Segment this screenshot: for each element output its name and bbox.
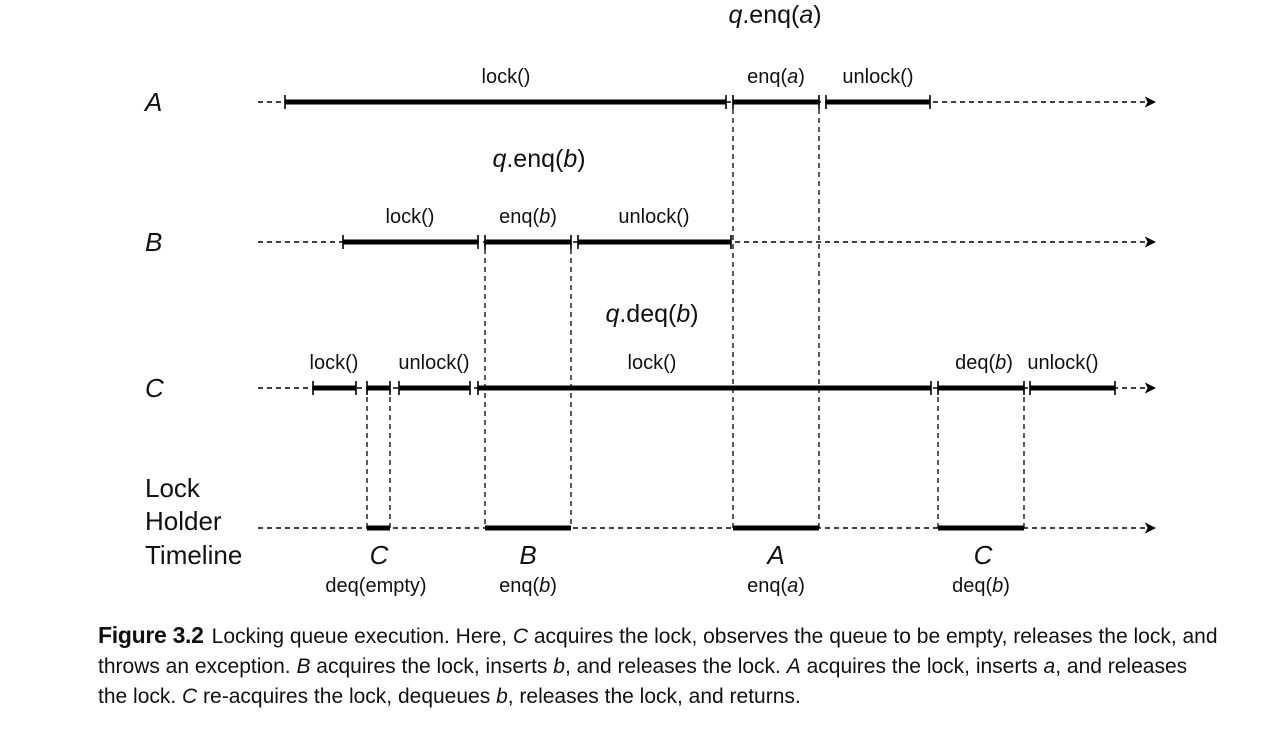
thread-b-unlock-label: unlock() — [618, 206, 689, 228]
vertical-guides — [366, 100, 1025, 528]
thread-b-method-call: q.enq(b) — [492, 145, 585, 173]
caption-italic-run: A — [786, 655, 801, 678]
caption-text-run: , and releases the lock. — [98, 655, 1188, 708]
lock-holder-timeline: Lock Holder Timeline C deq(empty) B enq(… — [145, 473, 1157, 597]
thread-a: q.enq(a) A lock() enq(a) unlock() — [143, 1, 1157, 117]
thread-c-label: C — [145, 373, 164, 403]
caption-text-run: Locking queue execution. Here, — [211, 625, 513, 648]
lock-holder-label-line-2: Holder — [145, 506, 222, 536]
caption-italic-run: C — [182, 685, 198, 708]
thread-a-unlock-label: unlock() — [842, 66, 913, 88]
holder-op-c-1: deq(empty) — [325, 575, 426, 597]
holder-thread-a: A — [765, 540, 784, 570]
thread-b-label: B — [145, 227, 162, 257]
caption-italic-run: b — [553, 655, 565, 678]
locking-queue-diagram: q.enq(a) A lock() enq(a) unlock() q.enq(… — [143, 1, 1157, 597]
thread-c-unlock-label-2: unlock() — [1027, 352, 1098, 374]
caption-text-run: acquires the lock, observes the queue to… — [98, 625, 1218, 678]
thread-a-enq-label: enq(a) — [747, 66, 805, 88]
thread-b-enq-label: enq(b) — [499, 206, 557, 228]
thread-b: q.enq(b) B lock() enq(b) unlock() — [145, 145, 1157, 257]
caption-text-run: re-acquires the lock, dequeues — [197, 685, 497, 708]
caption-italic-run: C — [512, 625, 529, 648]
thread-b-lock-label: lock() — [386, 206, 435, 228]
holder-op-b: enq(b) — [499, 575, 557, 597]
caption-italic-run: a — [1043, 655, 1056, 678]
caption-text: Locking queue execution. Here, C acquire… — [98, 625, 1218, 708]
thread-c-lock-label-2: lock() — [628, 352, 677, 374]
holder-op-a: enq(a) — [747, 575, 805, 597]
thread-c-lock-label-1: lock() — [310, 352, 359, 374]
caption-text-run: , and releases the lock. — [564, 655, 787, 678]
lock-holder-label-line-3: Timeline — [145, 540, 242, 570]
holder-thread-c-2: C — [974, 540, 993, 570]
thread-c-unlock-label-1: unlock() — [398, 352, 469, 374]
holder-thread-c-1: C — [370, 540, 389, 570]
thread-c-deq-label: deq(b) — [955, 352, 1013, 374]
figure-label: Figure 3.2 — [98, 622, 204, 648]
caption-text-run: acquires the lock, inserts — [310, 655, 554, 678]
thread-a-label: A — [143, 87, 162, 117]
caption-italic-run: b — [496, 685, 508, 708]
holder-op-c-2: deq(b) — [952, 575, 1010, 597]
caption-text-run: acquires the lock, inserts — [800, 655, 1044, 678]
thread-a-method-call: q.enq(a) — [728, 1, 821, 29]
lock-holder-label-line-1: Lock — [145, 473, 201, 503]
thread-c: q.deq(b) C lock() unlock() lock() deq(b)… — [145, 300, 1157, 403]
holder-thread-b: B — [519, 540, 536, 570]
thread-c-method-call: q.deq(b) — [605, 300, 698, 328]
caption-italic-run: B — [296, 655, 311, 678]
thread-a-lock-label: lock() — [482, 66, 531, 88]
caption-text-run: , releases the lock, and returns. — [507, 685, 801, 708]
